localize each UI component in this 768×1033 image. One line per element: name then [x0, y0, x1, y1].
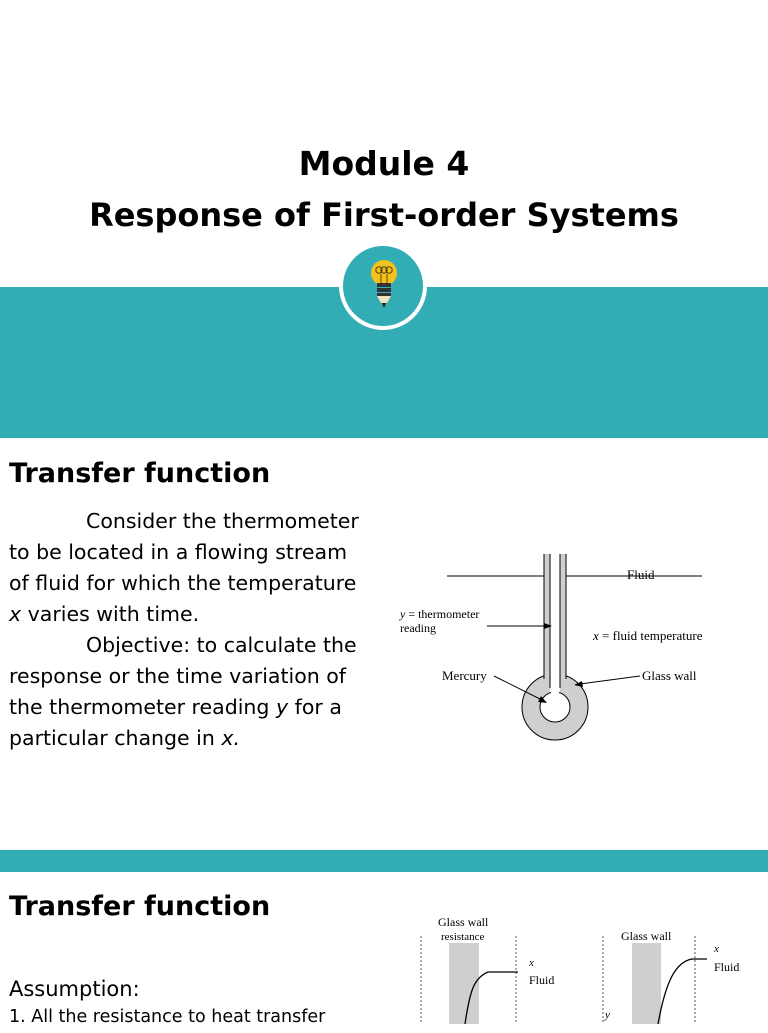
- module-subtitle: Response of First-order Systems: [89, 196, 679, 234]
- y-label: y = thermometer: [399, 607, 479, 621]
- text-line: to be located in a flowing stream: [9, 540, 348, 564]
- text-line: x varies with time.: [9, 599, 359, 630]
- right-y-label: y: [604, 1009, 610, 1021]
- left-x-label: x: [528, 957, 534, 969]
- transfer-function-slide: Transfer function Consider the thermomet…: [0, 438, 768, 850]
- text-span: varies with time.: [21, 602, 200, 626]
- body-paragraph: Consider the thermometer to be located i…: [9, 506, 359, 754]
- right-profile-curve: [657, 958, 707, 1024]
- left-title-1: Glass wall: [438, 915, 489, 929]
- text-line: of fluid for which the temperature: [9, 571, 357, 595]
- right-title: Glass wall: [621, 929, 672, 943]
- teal-band: [0, 850, 768, 872]
- left-fluid-label: Fluid: [529, 973, 554, 987]
- assumption-label: Assumption:: [9, 977, 140, 1001]
- text-line: response or the time variation of: [9, 664, 347, 688]
- var-y: y: [275, 695, 289, 719]
- transfer-function-slide-2: Transfer function Assumption: 1. All the…: [0, 850, 768, 1027]
- left-profile-curve: [464, 971, 518, 1024]
- text-line: the thermometer reading y for a: [9, 692, 359, 723]
- var-x: x.: [221, 726, 241, 750]
- text-line: particular change in x.: [9, 723, 359, 754]
- thermometer-diagram: Fluid y = thermometer reading x = fluid …: [399, 554, 703, 741]
- slide-heading: Transfer function: [9, 458, 271, 489]
- title-slide: Module 4 Response of First-order Systems: [0, 0, 768, 438]
- right-wall-rect: [632, 943, 661, 1024]
- icon-badge: [339, 242, 427, 330]
- text-line: Objective: to calculate the: [86, 633, 357, 657]
- text-span: particular change in: [9, 726, 222, 750]
- y-label-2: reading: [400, 621, 436, 635]
- module-title: Module 4: [298, 144, 470, 183]
- glass-wall-diagrams: Glass wall resistance x Fluid Glass wall…: [420, 915, 739, 1024]
- glass-wall-label: Glass wall: [642, 668, 697, 683]
- x-label: x = fluid temperature: [592, 628, 703, 643]
- left-title-2: resistance: [441, 931, 484, 943]
- stem-bore: [550, 554, 560, 704]
- left-wall-rect: [449, 943, 479, 1024]
- fluid-label: Fluid: [627, 567, 655, 582]
- slide-heading: Transfer function: [9, 891, 271, 922]
- text-line: Consider the thermometer: [86, 509, 359, 533]
- text-span: the thermometer reading: [9, 695, 276, 719]
- lightbulb-pencil-icon: [371, 260, 397, 308]
- right-fluid-label: Fluid: [714, 960, 739, 974]
- assumption-item: 1. All the resistance to heat transfer: [9, 1007, 326, 1027]
- right-x-label: x: [713, 943, 719, 955]
- mercury-label: Mercury: [442, 668, 487, 683]
- text-span: for a: [288, 695, 342, 719]
- var-x: x: [9, 602, 22, 626]
